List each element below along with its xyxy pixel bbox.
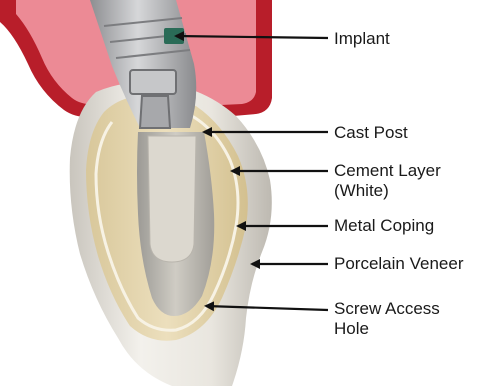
screw-socket <box>140 96 170 128</box>
label-porcelain-veneer-text: Porcelain Veneer <box>334 254 463 274</box>
label-cement-layer-line1: Cement Layer <box>334 161 441 181</box>
label-implant-text: Implant <box>334 29 390 49</box>
label-porcelain-veneer: Porcelain Veneer <box>334 254 463 274</box>
label-screw-access-line2: Hole <box>334 319 440 339</box>
label-metal-coping: Metal Coping <box>334 216 434 236</box>
label-cement-layer: Cement Layer (White) <box>334 161 441 201</box>
label-screw-access-line1: Screw Access <box>334 299 440 319</box>
screw-access-hole-shape <box>148 136 196 262</box>
label-cast-post: Cast Post <box>334 123 408 143</box>
label-metal-coping-text: Metal Coping <box>334 216 434 236</box>
label-screw-access-hole: Screw Access Hole <box>334 299 440 339</box>
label-implant: Implant <box>334 29 390 49</box>
label-cement-layer-line2: (White) <box>334 181 441 201</box>
label-cast-post-text: Cast Post <box>334 123 408 143</box>
screw-head <box>130 70 176 94</box>
